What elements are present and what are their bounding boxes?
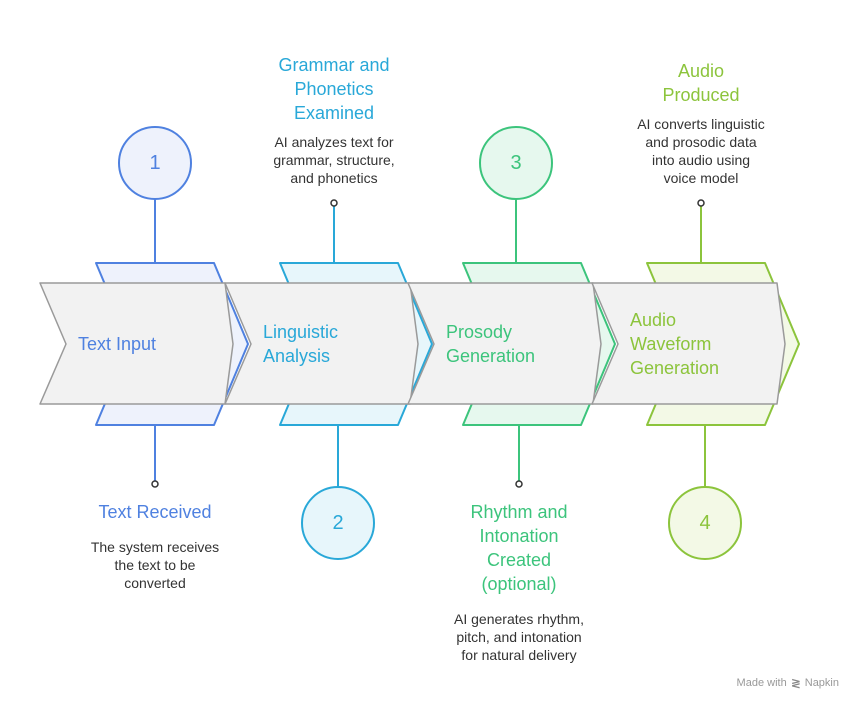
step-3-description: for natural delivery: [461, 647, 576, 663]
step-4-heading: Produced: [662, 85, 739, 105]
step-4-chevron-label: Generation: [630, 358, 719, 378]
step-2-description: grammar, structure,: [273, 152, 394, 168]
step-3-dot: [515, 480, 523, 488]
step-3-chevron-label: Prosody: [446, 322, 512, 342]
step-2-chevron-label: Linguistic: [263, 322, 338, 342]
step-3-heading: Intonation: [479, 526, 558, 546]
step-2-description: and phonetics: [290, 170, 377, 186]
credit-brand: Napkin: [804, 677, 839, 689]
step-3-heading: Rhythm and: [470, 502, 567, 522]
step-4-chevron: [591, 282, 786, 405]
step-4-dot: [697, 199, 705, 207]
step-3-chevron-label: Generation: [446, 346, 535, 366]
step-1-dot: [151, 480, 159, 488]
connectors: [118, 126, 742, 560]
step-1-heading: Text Received: [98, 502, 211, 522]
step-2-dot: [330, 199, 338, 207]
step-1-description: the text to be: [115, 557, 196, 573]
credit-text: Made with: [736, 677, 787, 689]
step-3-number-circle: [479, 126, 553, 200]
step-1-number: 1: [149, 152, 160, 174]
step-2-description: AI analyzes text for: [274, 134, 393, 150]
step-4-number-circle: [668, 486, 742, 560]
step-3-heading: (optional): [481, 574, 556, 594]
step-1-description: converted: [124, 575, 185, 591]
step-3-chevron: [407, 282, 602, 405]
step-2-heading: Examined: [294, 103, 374, 123]
step-3-number: 3: [510, 152, 521, 174]
step-3-description: AI generates rhythm,: [454, 611, 584, 627]
step-1-chevron-label: Text Input: [78, 334, 156, 354]
step-4-chevron-label: Waveform: [630, 334, 711, 354]
step-4-description: voice model: [664, 170, 739, 186]
step-2-heading: Phonetics: [294, 79, 373, 99]
step-1-number-circle: [118, 126, 192, 200]
step-4-chevron-label: Audio: [630, 310, 676, 330]
made-with-credit[interactable]: Made with ≷ Napkin: [737, 676, 839, 690]
step-2-number-circle: [301, 486, 375, 560]
step-3-description: pitch, and intonation: [456, 629, 581, 645]
step-2-number: 2: [332, 512, 343, 534]
step-4-heading: Audio: [678, 61, 724, 81]
step-4-description: into audio using: [652, 152, 750, 168]
front-chevrons: [39, 282, 786, 405]
step-4-number: 4: [699, 512, 710, 534]
napkin-logo-icon: ≷: [790, 676, 801, 690]
step-4-description: and prosodic data: [645, 134, 757, 150]
step-2-chevron-label: Analysis: [263, 346, 330, 366]
step-2-chevron: [224, 282, 419, 405]
step-1-description: The system receives: [91, 539, 219, 555]
step-2-heading: Grammar and: [278, 55, 389, 75]
step-4-description: AI converts linguistic: [637, 116, 765, 132]
step-3-heading: Created: [487, 550, 551, 570]
